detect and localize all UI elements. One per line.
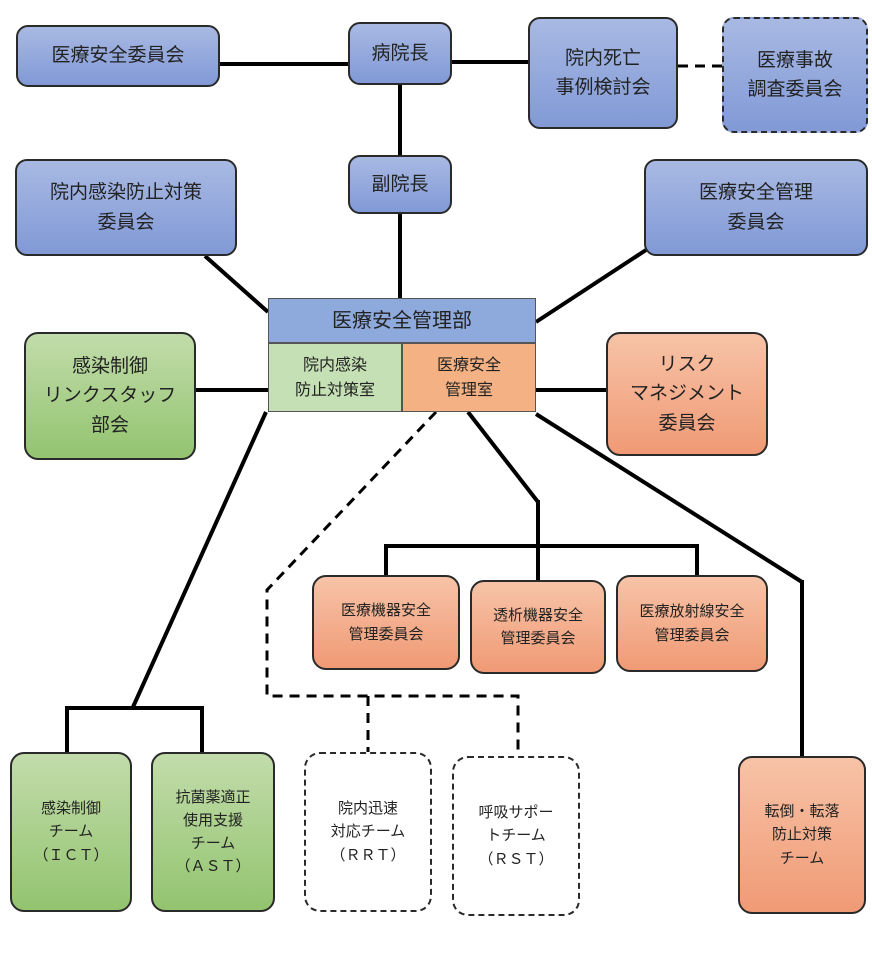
kiki-anzen-label: 医療機器安全 管理委員会 — [340, 601, 431, 643]
line-kansen-iinkai-kanribu — [203, 254, 270, 314]
kanribu-label: 医療安全管理部 — [332, 308, 472, 332]
fukuincho-box: 副院長 — [348, 155, 452, 214]
ict-box: 感染制御 チーム （ＩＣＴ） — [10, 752, 132, 912]
kansen-taisaku-iinkai-label: 院内感染防止対策 委員会 — [49, 181, 202, 233]
shibo-kentoukai-label: 院内死亡 事例検討会 — [555, 46, 651, 98]
byoincho-box: 病院長 — [348, 22, 452, 85]
link-staff-box: 感染制御 リンクスタッフ 部会 — [24, 332, 196, 460]
byoincho-label: 病院長 — [371, 41, 429, 64]
line-kanribu-tentou — [534, 412, 804, 584]
risk-management-box: リスク マネジメント 委員会 — [606, 332, 768, 456]
tentou-box: 転倒・転落 防止対策 チーム — [738, 756, 866, 914]
touseki-anzen-label: 透析機器安全 管理委員会 — [492, 605, 583, 647]
anzen-kanri-iinkai-label: 医療安全管理 委員会 — [698, 181, 813, 233]
houshasen-anzen-box: 医療放射線安全 管理委員会 — [616, 575, 768, 672]
line-kanribu-ict-branch — [131, 411, 268, 708]
kansen-taisakushitsu-label: 院内感染 防止対策室 — [294, 354, 375, 399]
line-kanrishitsu-committees — [466, 410, 540, 504]
ast-box: 抗菌薬適正 使用支援 チーム （ＡＳＴ） — [151, 752, 275, 912]
rrt-box: 院内迅速 対応チーム （ＲＲＴ） — [304, 752, 432, 912]
rst-box: 呼吸サポー トチーム （ＲＳＴ） — [452, 756, 580, 916]
jiko-chousa-label: 医療事故 調査委員会 — [747, 48, 843, 100]
anzen-kanrishitsu-box: 医療安全 管理室 — [402, 343, 536, 412]
fukuincho-label: 副院長 — [371, 172, 429, 195]
ict-label: 感染制御 チーム （ＩＣＴ） — [33, 799, 109, 864]
kansen-taisakushitsu-box: 院内感染 防止対策室 — [268, 343, 402, 412]
touseki-anzen-box: 透析機器安全 管理委員会 — [470, 580, 606, 674]
tentou-label: 転倒・転落 防止対策 チーム — [764, 802, 840, 867]
rst-label: 呼吸サポー トチーム （ＲＳＴ） — [478, 803, 554, 868]
jiko-chousa-box: 医療事故 調査委員会 — [722, 17, 868, 133]
rrt-label: 院内迅速 対応チーム （ＲＲＴ） — [330, 799, 406, 864]
risk-management-label: リスク マネジメント 委員会 — [629, 352, 744, 434]
anzen-kanrishitsu-label: 医療安全 管理室 — [436, 354, 501, 399]
anzen-kanri-iinkai-box: 医療安全管理 委員会 — [644, 159, 868, 256]
line-anzen-kanri-iinkai-kanribu — [534, 248, 648, 324]
iryo-anzen-iinkai-box: 医療安全委員会 — [16, 25, 220, 87]
kanribu-header: 医療安全管理部 — [268, 298, 536, 343]
kiki-anzen-box: 医療機器安全 管理委員会 — [312, 575, 460, 670]
iryo-anzen-iinkai-label: 医療安全委員会 — [51, 44, 185, 67]
houshasen-anzen-label: 医療放射線安全 管理委員会 — [639, 602, 745, 644]
kansen-taisaku-iinkai-box: 院内感染防止対策 委員会 — [15, 159, 237, 256]
link-staff-label: 感染制御 リンクスタッフ 部会 — [43, 354, 177, 436]
shibo-kentoukai-box: 院内死亡 事例検討会 — [528, 17, 678, 129]
ast-label: 抗菌薬適正 使用支援 チーム （ＡＳＴ） — [175, 787, 251, 876]
